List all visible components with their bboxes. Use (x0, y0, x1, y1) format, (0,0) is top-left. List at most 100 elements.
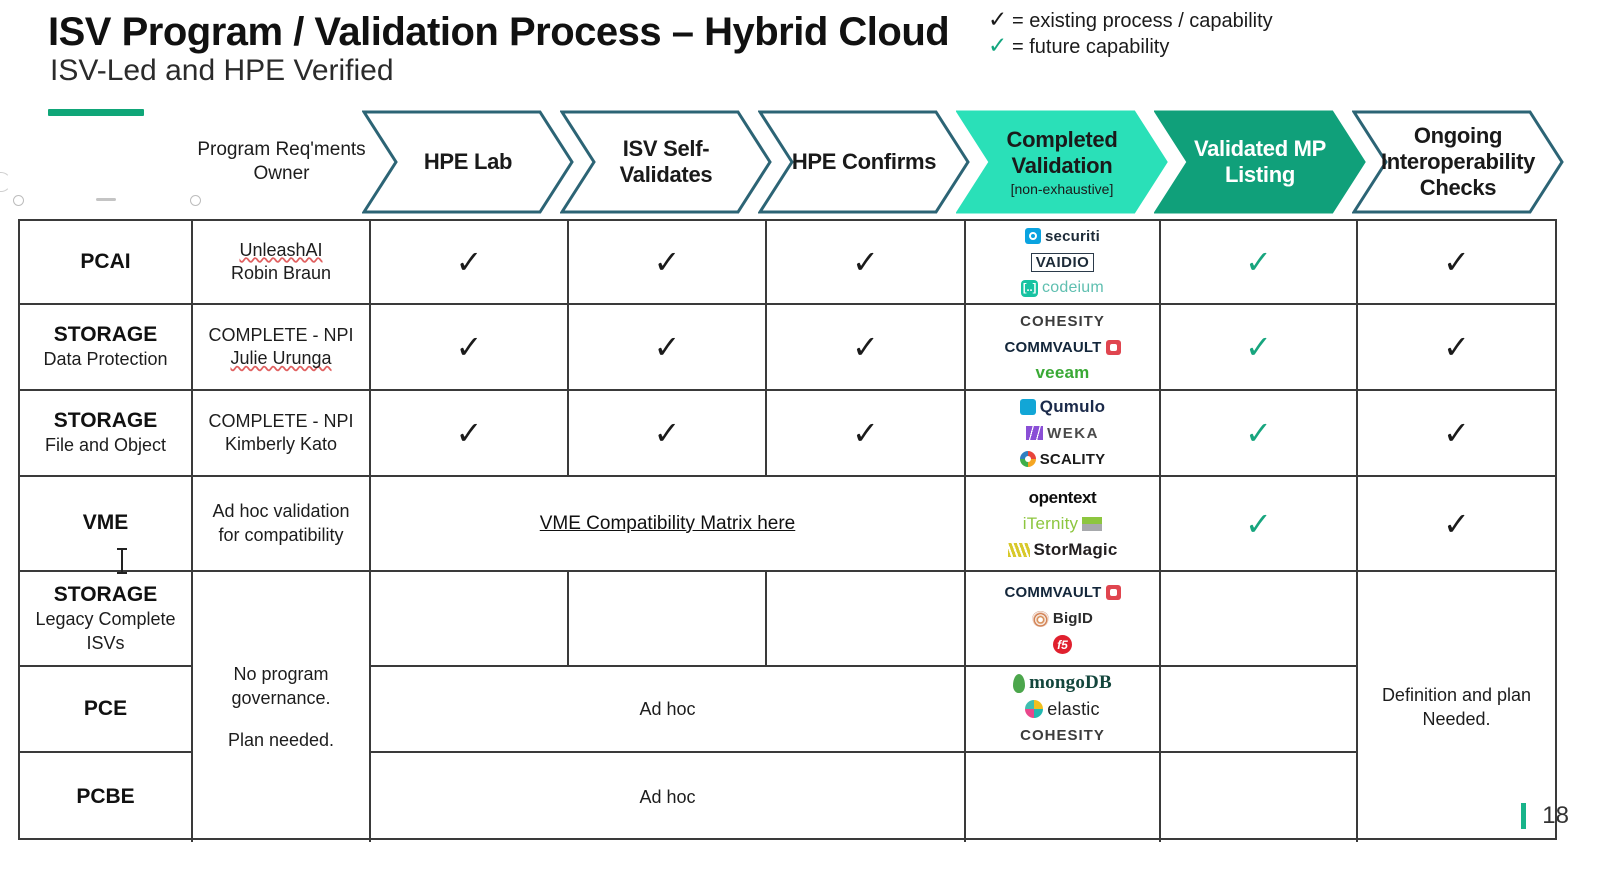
table-row-pcbe-segment: PCBE (20, 753, 193, 842)
segment-name: STORAGE (53, 323, 158, 347)
table-cell-definition-and-plan-needed: Definition and plan Needed. (1358, 572, 1555, 842)
chevron-shape-icon (560, 110, 772, 214)
logo-stack: opentext iTernity StorMagic (966, 487, 1159, 560)
slide-number-group: 18 (1521, 802, 1569, 830)
segment-subname-line1: Legacy Complete (35, 608, 176, 629)
logo-stormagic: StorMagic (1007, 539, 1118, 560)
stage-chevron-hpe-confirms[interactable]: HPE Confirms (758, 110, 970, 214)
stage-label: HPE Confirms (791, 149, 937, 175)
table-cell-pcbe-mp-listing (1161, 753, 1358, 842)
logo-veeam: veeam (1036, 363, 1090, 384)
iternity-icon (1082, 516, 1103, 531)
logo-label: StorMagic (1033, 539, 1118, 559)
chevron-shape-icon (758, 110, 970, 214)
mongodb-icon (1013, 673, 1026, 693)
stage-label-line2: Validation (1011, 152, 1113, 178)
table-row-storage-legacy-segment: STORAGE Legacy Complete ISVs (20, 572, 193, 667)
segment-name: STORAGE (53, 409, 158, 433)
check-icon: ✓ (455, 415, 483, 451)
stage-label-line1: ISV Self- (622, 136, 710, 162)
chevron-shape-icon (362, 110, 574, 214)
legend-item-future: ✓ = future capability (988, 34, 1408, 60)
table-cell-pcai-hpe-confirms: ✓ (767, 221, 966, 305)
selection-handle-top[interactable] (96, 198, 116, 201)
table-cell-vme-completed-validation: opentext iTernity StorMagic (966, 477, 1161, 572)
logo-label: Qumulo (1039, 397, 1106, 416)
check-icon: ✓ (1245, 244, 1272, 280)
table-cell-storage-dp-mp-listing: ✓ (1161, 305, 1358, 391)
table-cell-storage-dp-hpe-lab: ✓ (371, 305, 569, 391)
segment-name: PCE (83, 696, 128, 720)
logo-label: COMMVAULT (1004, 338, 1102, 356)
process-stage-header: Program Req'ments Owner HPE Lab ISV Self… (0, 110, 1614, 214)
owner-program: COMPLETE - NPI (208, 324, 354, 345)
scality-icon (1019, 451, 1036, 467)
table-cell-storage-legacy-mp-listing (1161, 572, 1358, 667)
logo-label: codeium (1042, 279, 1104, 296)
stage-chevron-hpe-lab[interactable]: HPE Lab (362, 110, 574, 214)
selection-handle-right[interactable] (190, 195, 201, 206)
owner-note-line1: Ad hoc validation (212, 501, 350, 522)
table-cell-pce-completed-validation: mongoDB elastic COHESITY (966, 667, 1161, 753)
stage-label-line1: Ongoing (1413, 123, 1503, 149)
securiti-icon (1025, 228, 1042, 244)
table-row-pcai-segment: PCAI (20, 221, 193, 305)
logo-commvault: COMMVAULT (1004, 582, 1121, 603)
stage-label-line2: Listing (1224, 162, 1295, 187)
logo-label: securiti (1045, 227, 1100, 245)
logo-cohesity: COHESITY (1020, 311, 1105, 332)
table-cell-storage-fo-hpe-confirms: ✓ (767, 391, 966, 477)
table-row-pce-segment: PCE (20, 667, 193, 753)
bigid-icon (1031, 610, 1049, 627)
logo-opentext: opentext (1029, 487, 1097, 508)
logo-label: SCALITY (1039, 450, 1106, 468)
governance-line2: governance. (231, 687, 331, 708)
logo-weka: WEKA (1026, 423, 1099, 444)
check-icon: ✓ (653, 415, 681, 451)
table-row-storage-fo-segment: STORAGE File and Object (20, 391, 193, 477)
table-cell-pcbe-completed-validation (966, 753, 1161, 842)
table-cell-storage-fo-completed-validation: Qumulo WEKA SCALITY (966, 391, 1161, 477)
table-cell-vme-validation-span: VME Compatibility Matrix here (371, 477, 966, 572)
owner-header-line1: Program Req'ments (197, 139, 366, 161)
logo-label: opentext (1028, 487, 1097, 507)
logo-stack: COHESITY COMMVAULT veeam (966, 311, 1159, 384)
table-cell-storage-fo-hpe-lab: ✓ (371, 391, 569, 477)
check-icon: ✓ (988, 6, 1008, 32)
table-cell-vme-ongoing: ✓ (1358, 477, 1555, 572)
f5-icon: f5 (1053, 635, 1072, 654)
owner-column-header: Program Req'ments Owner (192, 110, 371, 214)
stage-label-line3: Checks (1419, 174, 1497, 200)
logo-securiti: securiti (1025, 226, 1100, 247)
stage-chevron-ongoing-interoperability[interactable]: Ongoing Interoperability Checks (1352, 110, 1564, 214)
stage-chevron-isv-self-validates[interactable]: ISV Self- Validates (560, 110, 772, 214)
table-cell-storage-fo-isv-self: ✓ (569, 391, 767, 477)
table-row-storage-dp-segment: STORAGE Data Protection (20, 305, 193, 391)
segment-name: PCBE (76, 785, 135, 809)
table-cell-pce-mp-listing (1161, 667, 1358, 753)
definition-line2: Needed. (1422, 709, 1491, 729)
table-cell-pcbe-adhoc-span: Ad hoc (371, 753, 966, 842)
stage-chevron-validated-mp-listing[interactable]: Validated MP Listing (1154, 110, 1366, 214)
owner-note-line2: for compatibility (218, 524, 344, 545)
slide-accent-bar (1521, 803, 1527, 829)
logo-label: BigID (1052, 610, 1094, 627)
check-icon: ✓ (653, 244, 681, 280)
legend: ✓ = existing process / capability ✓ = fu… (988, 8, 1408, 60)
table-cell-storage-dp-ongoing: ✓ (1358, 305, 1555, 391)
table-cell-pce-adhoc-span: Ad hoc (371, 667, 966, 753)
stage-label-line1: Completed (1006, 126, 1118, 152)
logo-label: veeam (1035, 363, 1090, 382)
logo-vaidio: VAIDIO (1030, 252, 1095, 273)
stage-chevron-completed-validation[interactable]: Completed Validation [non-exhaustive] (956, 110, 1168, 214)
owner-person: Robin Braun (230, 263, 332, 283)
owner-person: Julie Urunga (230, 348, 332, 368)
owner-program: COMPLETE - NPI (208, 410, 354, 431)
check-icon: ✓ (455, 244, 483, 280)
governance-line1: No program (233, 663, 329, 684)
check-icon: ✓ (1245, 415, 1272, 451)
codeium-icon: [..] (1021, 279, 1039, 297)
vme-compatibility-matrix-link[interactable]: VME Compatibility Matrix here (539, 512, 796, 534)
selection-handle-left[interactable] (13, 195, 24, 206)
logo-label: mongoDB (1029, 672, 1112, 693)
